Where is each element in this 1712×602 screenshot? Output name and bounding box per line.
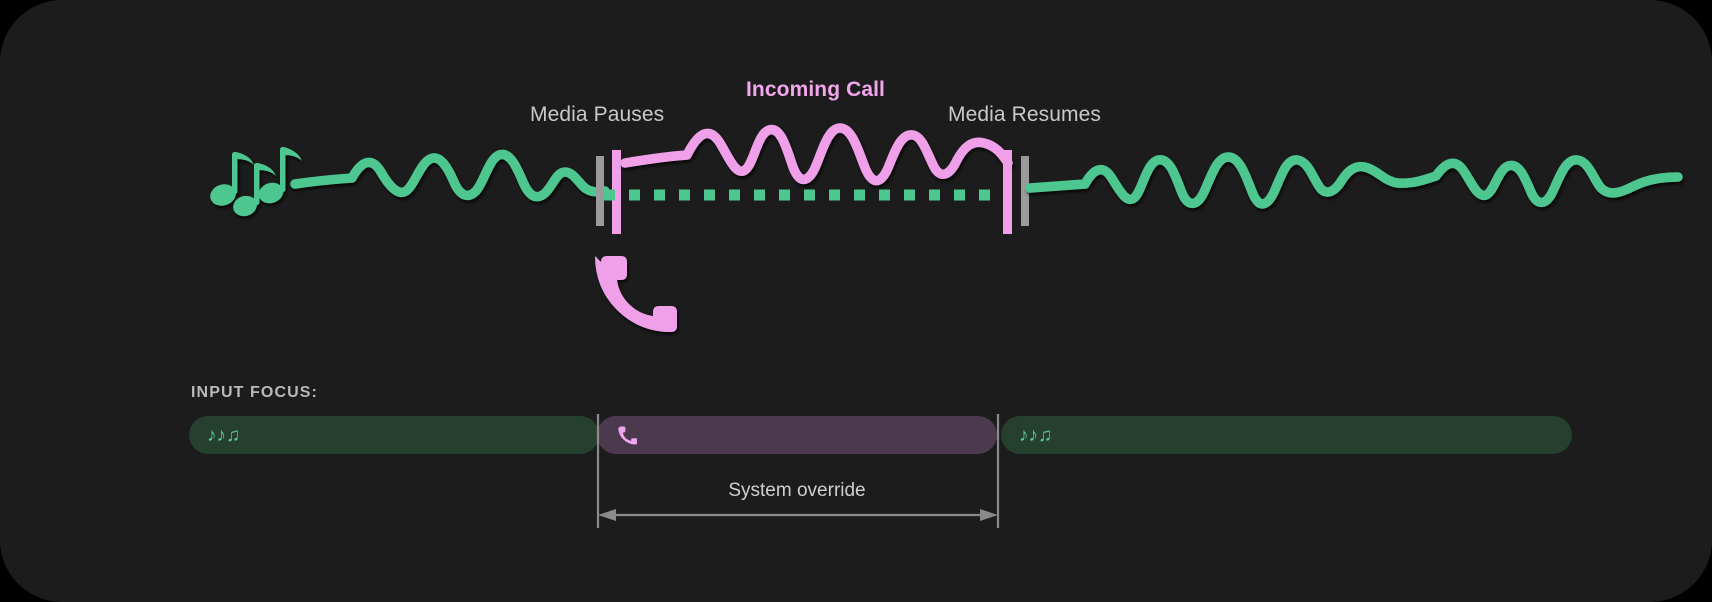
marker-resume-gray xyxy=(1021,156,1029,226)
label-media-pauses: Media Pauses xyxy=(530,103,665,126)
music-notes-icon: ♪♪♫ xyxy=(207,424,241,446)
focus-track-media-after[interactable]: ♪♪♫ xyxy=(1001,416,1572,454)
music-notes-icon: ♪♪♫ xyxy=(1019,424,1053,446)
input-focus-title: INPUT FOCUS: xyxy=(191,384,318,401)
override-arrow-head-right xyxy=(980,509,998,521)
focus-track-media-before[interactable]: ♪♪♫ xyxy=(189,416,599,454)
marker-resume-pink xyxy=(1003,150,1012,234)
call-wave xyxy=(620,123,1013,186)
system-override-label: System override xyxy=(728,480,866,501)
label-incoming-call: Incoming Call xyxy=(746,78,885,101)
phone-handset-icon xyxy=(595,256,677,332)
override-arrow-head-left xyxy=(598,509,616,521)
marker-pause-gray xyxy=(596,156,604,226)
music-notes-icon xyxy=(210,147,302,217)
phone-handset-icon xyxy=(618,426,637,445)
media-wave-before xyxy=(290,149,610,202)
media-wave-after xyxy=(1025,152,1683,209)
focus-track-call[interactable] xyxy=(597,416,997,454)
label-media-resumes: Media Resumes xyxy=(948,103,1102,126)
marker-pause-pink xyxy=(612,150,621,234)
